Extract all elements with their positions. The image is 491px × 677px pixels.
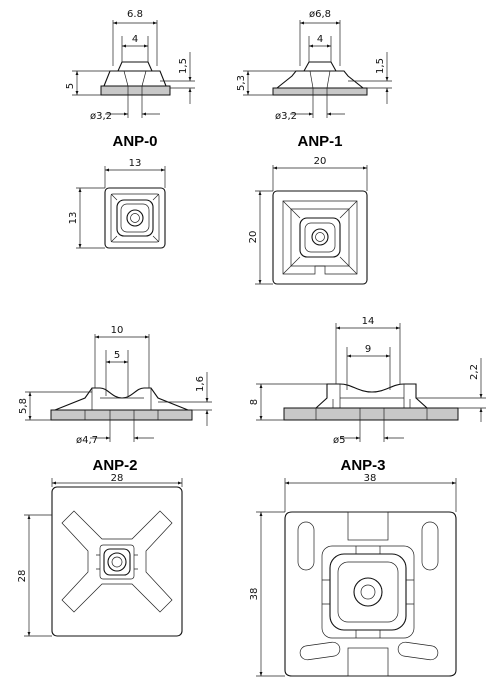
anp0-side-view: 6.8 4 5 1,5 ø3,2 [65, 9, 195, 122]
anp3-height-label: 8 [249, 399, 260, 405]
anp3-top-width-label: 14 [362, 316, 375, 327]
anp1-plan-width-label: 20 [314, 156, 327, 167]
anp2-plan-width-label: 28 [111, 473, 124, 484]
anp1-plan-view: 20 20 [248, 156, 368, 285]
anp1-side-view: ø6,8 4 5,3 1,5 ø3,2 [236, 9, 392, 122]
anp0-title: ANP-0 [112, 133, 157, 150]
anp0-hole-label: ø3,2 [90, 111, 112, 122]
anp3-plan-height-label: 38 [249, 588, 260, 601]
anp2-plan-view: 28 28 [17, 473, 183, 637]
anp2-side-view: 10 5 5,8 1,6 ø4,7 [18, 325, 212, 446]
anp0-plan-height-label: 13 [68, 212, 79, 225]
anp1-height-label: 5,3 [236, 75, 247, 91]
anp2-hole-label: ø4,7 [76, 435, 98, 446]
anp3-plan-width-label: 38 [364, 473, 377, 484]
anp0-top-width-label: 6.8 [127, 9, 143, 20]
anp3-thickness-label: 2,2 [469, 364, 480, 380]
anp0-plan-width-label: 13 [129, 158, 142, 169]
anp2-plan-height-label: 28 [17, 570, 28, 583]
anp2-title: ANP-2 [92, 457, 137, 474]
anp0-plan-view: 13 13 [68, 158, 166, 249]
anp1-top-width-label: ø6,8 [309, 9, 331, 20]
anp2-height-label: 5,8 [18, 398, 29, 414]
anp1-thickness-label: 1,5 [375, 58, 386, 74]
anp0-height-label: 5 [65, 83, 76, 89]
anp2-thickness-label: 1,6 [195, 376, 206, 392]
anp3-plan-view: 38 38 [249, 473, 457, 677]
anp1-plan-height-label: 20 [248, 231, 259, 244]
anp2-top-width-label: 10 [111, 325, 124, 336]
anp2-inner-width-label: 5 [114, 350, 120, 361]
anp1-inner-width-label: 4 [317, 34, 323, 45]
anp0-thickness-label: 1,5 [178, 58, 189, 74]
anp1-title: ANP-1 [297, 133, 342, 150]
anp1-hole-label: ø3,2 [275, 111, 297, 122]
anp3-hole-label: ø5 [333, 435, 345, 446]
anp3-side-view: 14 9 8 2,2 ø5 [249, 316, 486, 446]
anp0-inner-width-label: 4 [132, 34, 138, 45]
anp3-title: ANP-3 [340, 457, 385, 474]
anp3-inner-width-label: 9 [365, 344, 371, 355]
